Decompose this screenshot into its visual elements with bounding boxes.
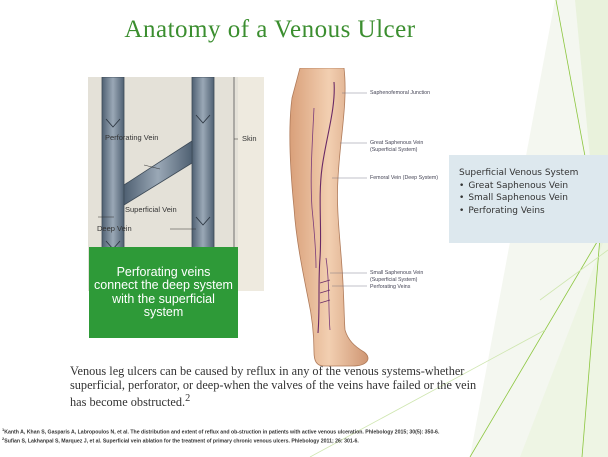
small-saphenous-vein-label: Small Saphenous Vein (Superficial System… bbox=[370, 270, 448, 283]
saphenofemoral-junction-label: Saphenofemoral Junction bbox=[370, 90, 430, 97]
superficial-system-callout: Superficial Venous System Great Saphenou… bbox=[449, 155, 608, 243]
callout-item: Perforating Veins bbox=[459, 205, 600, 218]
body-paragraph: Venous leg ulcers can be caused by reflu… bbox=[70, 365, 480, 410]
reference-text: Sufian S, Lakhanpal S, Marquez J, et al.… bbox=[4, 439, 359, 445]
femoral-vein-label: Femoral Vein (Deep System) bbox=[370, 175, 438, 182]
perforating-veins-callout: Perforating veins connect the deep syste… bbox=[89, 247, 238, 338]
deep-vein-label: Deep Vein bbox=[97, 224, 132, 233]
callout-item: Small Saphenous Vein bbox=[459, 192, 600, 205]
superficial-vein-label: Superficial Vein bbox=[125, 205, 177, 214]
callout-heading: Superficial Venous System bbox=[459, 167, 600, 180]
callout-item: Great Saphenous Vein bbox=[459, 180, 600, 193]
reference-item: 1Kanth A, Khan S, Gasparis A, Labropoulo… bbox=[2, 427, 602, 436]
slide-title: Anatomy of a Venous Ulcer bbox=[0, 16, 540, 44]
perforating-vein-label: Perforating Vein bbox=[105, 133, 158, 142]
skin-label: Skin bbox=[242, 134, 257, 143]
reference-item: 2Sufian S, Lakhanpal S, Marquez J, et al… bbox=[2, 436, 602, 445]
perforating-veins-label: Perforating Veins bbox=[370, 284, 410, 291]
leg-diagram bbox=[282, 68, 452, 373]
great-saphenous-vein-label: Great Saphenous Vein (Superficial System… bbox=[370, 140, 448, 153]
body-paragraph-citation: 2 bbox=[185, 393, 190, 404]
body-paragraph-text: Venous leg ulcers can be caused by reflu… bbox=[70, 364, 476, 409]
references: 1Kanth A, Khan S, Gasparis A, Labropoulo… bbox=[2, 427, 602, 446]
perforating-veins-callout-text: Perforating veins connect the deep syste… bbox=[93, 266, 234, 320]
callout-list: Great Saphenous Vein Small Saphenous Vei… bbox=[459, 180, 600, 218]
reference-text: Kanth A, Khan S, Gasparis A, Labropoulos… bbox=[4, 430, 439, 436]
